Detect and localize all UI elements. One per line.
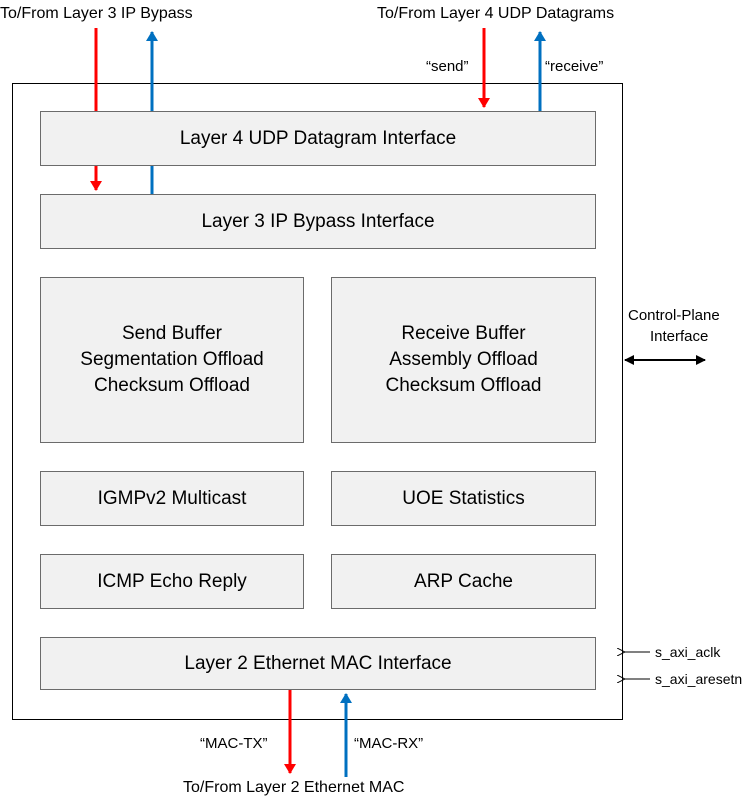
udp-interface-label: Layer 4 UDP Datagram Interface (179, 127, 457, 149)
send-buffer-line2: Segmentation Offload (80, 349, 264, 370)
receive-buffer-line2: Assembly Offload (389, 349, 538, 370)
uoe-outer-frame (12, 83, 623, 720)
mac-rx-label: “MAC-RX” (354, 735, 424, 752)
bottom-label: To/From Layer 2 Ethernet MAC (183, 779, 405, 796)
icmp-label: ICMP Echo Reply (97, 570, 247, 592)
receive-buffer-line3: Checksum Offload (385, 375, 542, 396)
ip-bypass-interface-label: Layer 3 IP Bypass Interface (201, 210, 435, 232)
receive-buffer-block: Receive Buffer Assembly Offload Checksum… (331, 277, 596, 443)
mac-interface-label: Layer 2 Ethernet MAC Interface (184, 652, 452, 674)
igmp-label: IGMPv2 Multicast (97, 487, 247, 509)
mac-interface-block: Layer 2 Ethernet MAC Interface (40, 637, 596, 690)
send-buffer-line3: Checksum Offload (94, 375, 250, 396)
send-buffer-block: Send Buffer Segmentation Offload Checksu… (40, 277, 304, 443)
receive-buffer-line1: Receive Buffer (401, 323, 526, 344)
mac-tx-label: “MAC-TX” (200, 735, 268, 752)
control-plane-label-line1: Control-Plane (628, 307, 720, 324)
s-axi-aclk-label: s_axi_aclk (655, 644, 721, 660)
udp-interface-block: Layer 4 UDP Datagram Interface (40, 111, 596, 166)
igmp-block: IGMPv2 Multicast (40, 471, 304, 526)
arp-cache-label: ARP Cache (414, 570, 513, 592)
uoe-statistics-block: UOE Statistics (331, 471, 596, 526)
icmp-block: ICMP Echo Reply (40, 554, 304, 609)
ip-bypass-interface-block: Layer 3 IP Bypass Interface (40, 194, 596, 249)
uoe-statistics-label: UOE Statistics (402, 487, 525, 509)
receive-label: “receive” (545, 58, 604, 75)
send-buffer-line1: Send Buffer (121, 323, 222, 344)
send-label: “send” (426, 58, 469, 75)
arp-cache-block: ARP Cache (331, 554, 596, 609)
top-right-label: To/From Layer 4 UDP Datagrams (377, 5, 615, 22)
control-plane-label-line2: Interface (650, 328, 709, 345)
s-axi-aresetn-label: s_axi_aresetn (655, 671, 743, 687)
top-left-label: To/From Layer 3 IP Bypass (0, 5, 193, 22)
